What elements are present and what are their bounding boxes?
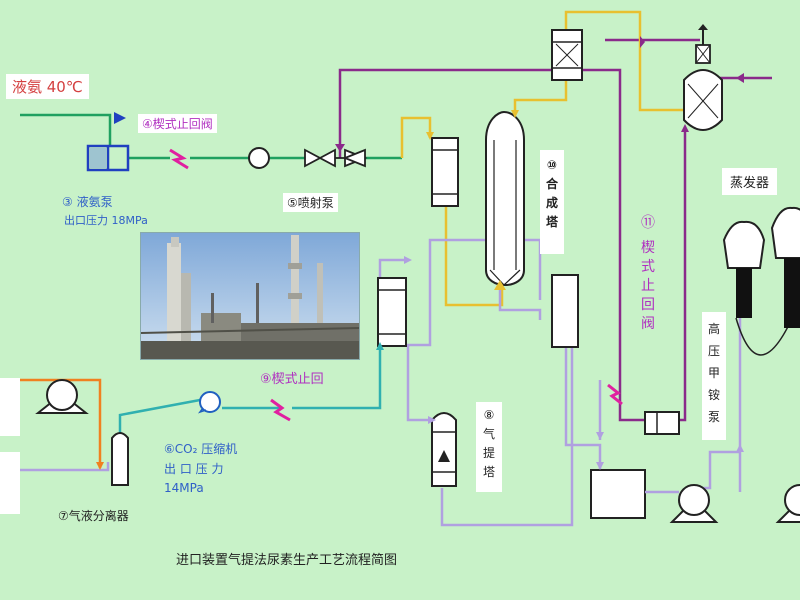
ammonia-pump-pressure: 出口压力 18MPa (64, 214, 148, 227)
co2-pressure-line2: 14MPa (164, 481, 204, 495)
check-valve-4-label: ④楔式止回阀 (138, 114, 217, 133)
hp-condenser (431, 137, 459, 207)
check-valve-marks (169, 148, 623, 422)
ejector-pump (304, 148, 368, 168)
check-valve-11-label: ⑪ 楔式止回阀 (640, 214, 658, 334)
evaporator-1 (722, 220, 800, 356)
right-edge-pump (775, 484, 800, 523)
diagram-caption: 进口装置气提法尿素生产工艺流程简图 (176, 553, 398, 568)
ejector-pump-label: ⑤喷射泵 (283, 193, 338, 212)
flow-arrows (96, 36, 744, 470)
synthesis-number: ⑩ (546, 158, 558, 172)
evaporator-2 (770, 206, 800, 328)
check-valve-11-number: ⑪ (641, 215, 655, 231)
check-valve-box (644, 411, 680, 435)
synthesis-label-box: ⑩ 合成塔 (540, 150, 564, 254)
stripper-number: ⑧ (483, 408, 495, 422)
ammonia-pump-label: ③ 液氨泵 (62, 195, 113, 209)
co2-pressure-line1: 出 口 压 力 (164, 462, 224, 476)
co2-compressor (197, 391, 221, 414)
separator-label: ⑦气液分离器 (58, 509, 129, 523)
heat-exchanger (377, 277, 407, 347)
stripper-tower (431, 412, 457, 487)
rectifier-box (551, 274, 579, 348)
stripper-label-box: ⑧ 气提塔 (476, 402, 502, 492)
left-edge-label-1 (0, 378, 20, 436)
ammonia-feed-line (20, 113, 402, 160)
flow-meter (248, 147, 270, 169)
tank-box (590, 469, 646, 519)
check-valve-11-name: 楔式止回阀 (641, 240, 655, 332)
orange-line (0, 378, 102, 468)
check-valve-9-label: ⑨楔式止回 (260, 372, 324, 387)
liquid-ammonia-label: 液氨 40℃ (6, 74, 89, 99)
arrow-down-icon (335, 144, 345, 152)
hp-pump-name: 高压甲铵泵 (707, 322, 720, 424)
left-edge-label-2 (0, 452, 20, 514)
hp-pump-label-box: 高压甲铵泵 (702, 312, 726, 440)
evaporator-label: 蒸发器 (722, 168, 778, 195)
purple-recycle-line (338, 38, 772, 422)
stripper-name: 气提塔 (482, 427, 495, 479)
synthesis-tower (485, 110, 525, 286)
scrubber-top (551, 29, 583, 81)
gas-liquid-separator (111, 432, 129, 486)
hp-carbamate-pump (645, 484, 719, 523)
co2-compressor-label: ⑥CO₂ 压缩机 (164, 442, 238, 456)
plant-photo (140, 232, 360, 360)
absorber-column (683, 24, 723, 131)
left-pump (35, 379, 89, 414)
yellow-line (400, 10, 686, 307)
co2-line (118, 346, 382, 438)
synthesis-name: 合成塔 (545, 177, 558, 229)
ammonia-pump (86, 144, 130, 172)
